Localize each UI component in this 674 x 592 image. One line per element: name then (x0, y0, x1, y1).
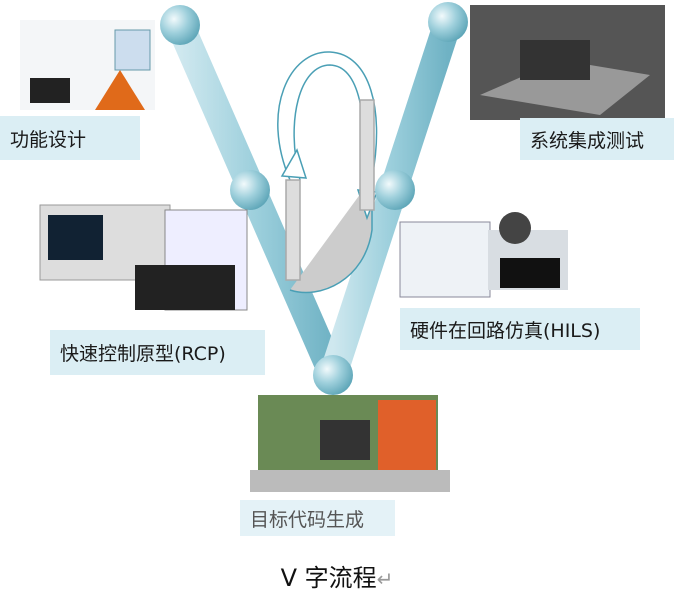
caption-text: V 字流程 (280, 564, 377, 592)
paragraph-mark-icon: ↵ (376, 567, 394, 591)
stage-label-rcp: 快速控制原型(RCP) (50, 330, 265, 375)
rcp-image (39, 204, 248, 311)
stage-label-target-code-generation: 目标代码生成 (240, 500, 395, 536)
stage-nodes (160, 2, 468, 395)
stage-label-system-integration-test: 系统集成测试 (520, 118, 674, 160)
hils-image (399, 212, 568, 298)
figure-caption: V 字流程↵ (0, 558, 674, 592)
stage-label-hils: 硬件在回路仿真(HILS) (400, 308, 640, 350)
target-board-image (250, 395, 450, 492)
functional-design-image (20, 20, 155, 110)
stage-label-functional-design: 功能设计 (0, 116, 140, 160)
iteration-cycle-arrow (277, 51, 379, 294)
system-test-image (470, 5, 665, 120)
